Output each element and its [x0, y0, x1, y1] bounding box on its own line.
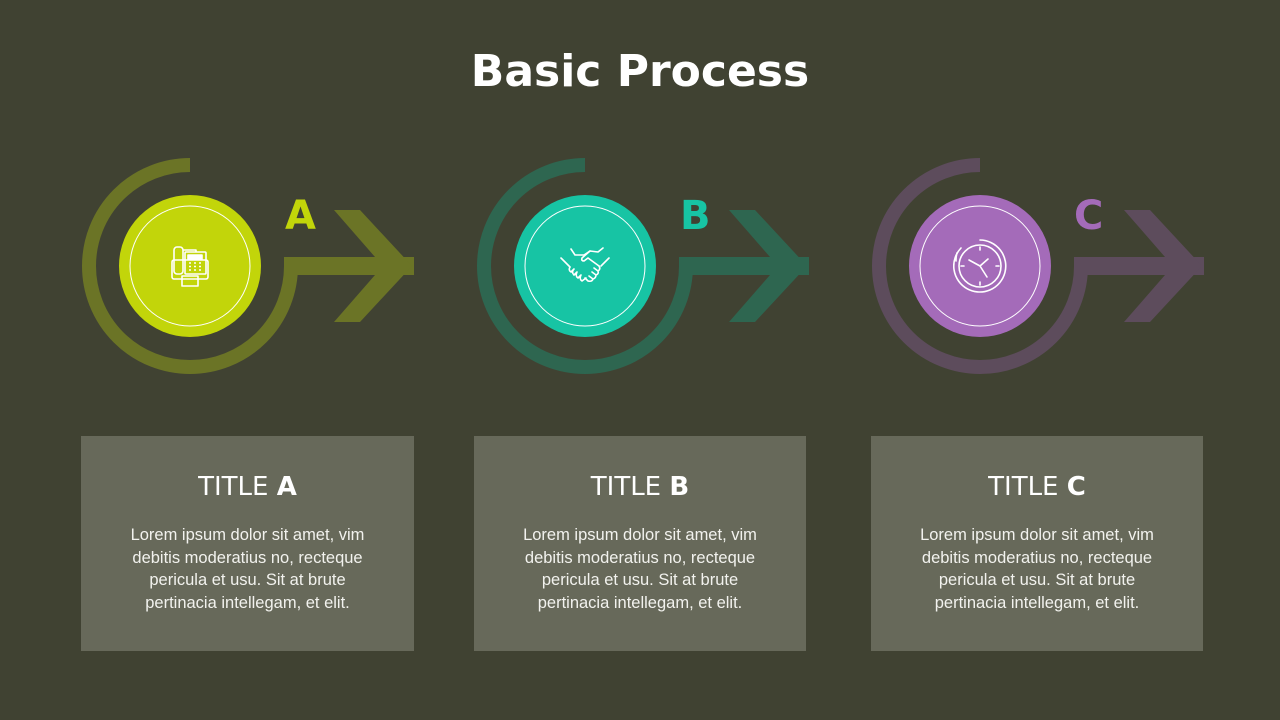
clock-icon: [952, 239, 1007, 293]
step-b-graphic: B: [465, 150, 825, 390]
step-a-graphic: A: [70, 150, 430, 390]
card-c-title: TITLE C: [871, 472, 1203, 502]
card-a-title-letter: A: [276, 472, 297, 502]
step-a-letter: A: [285, 193, 316, 239]
handshake-icon: [558, 239, 612, 293]
page-title: Basic Process: [470, 46, 810, 97]
card-c-body: Lorem ipsum dolor sit amet, vim debitis …: [920, 526, 1154, 612]
card-a-body: Lorem ipsum dolor sit amet, vim debitis …: [130, 526, 365, 612]
step-b-arc-arrow: [477, 158, 809, 374]
card-b-title-letter: B: [669, 472, 690, 502]
card-a-title: TITLE A: [81, 472, 414, 502]
card-b: TITLE B Lorem ipsum dolor sit amet, vim …: [474, 436, 806, 651]
card-a: TITLE A Lorem ipsum dolor sit amet, vim …: [81, 436, 414, 651]
card-c: TITLE C Lorem ipsum dolor sit amet, vim …: [871, 436, 1203, 651]
step-b-letter: B: [680, 193, 711, 239]
card-c-title-letter: C: [1066, 472, 1086, 502]
step-c-graphic: C: [860, 150, 1220, 390]
step-a-arc-arrow: [82, 158, 414, 374]
fax-machine-icon: [163, 239, 217, 293]
card-b-body: Lorem ipsum dolor sit amet, vim debitis …: [523, 526, 757, 612]
card-a-title-prefix: TITLE: [198, 472, 269, 502]
step-c-letter: C: [1074, 193, 1104, 239]
card-c-title-prefix: TITLE: [988, 472, 1059, 502]
card-b-title: TITLE B: [474, 472, 806, 502]
step-c-arc-arrow: [872, 158, 1204, 374]
card-b-title-prefix: TITLE: [590, 472, 662, 502]
